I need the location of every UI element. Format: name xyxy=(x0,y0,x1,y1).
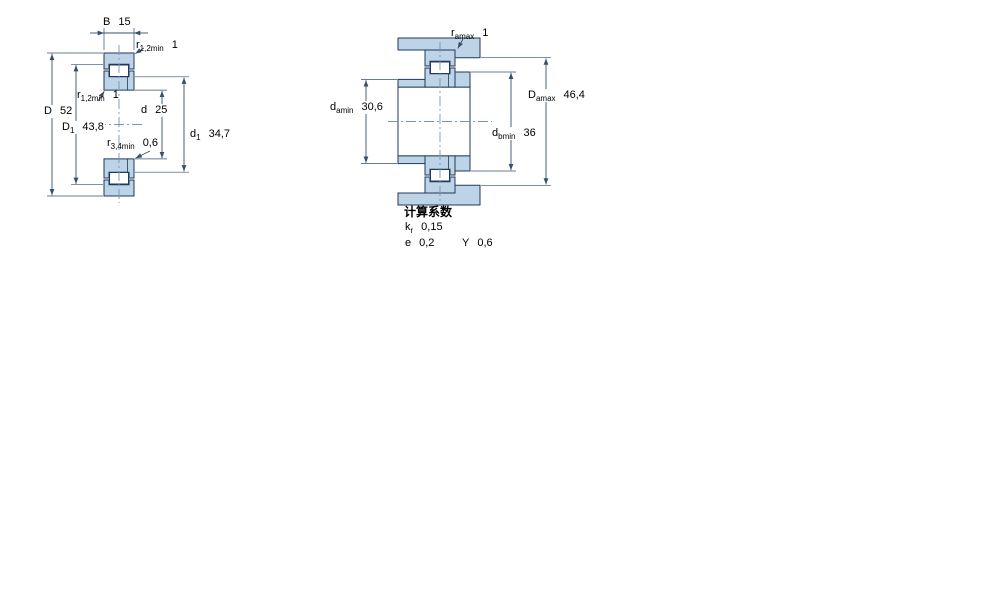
factor-kr-symbol: k xyxy=(405,221,411,233)
shaft-shoulder-top xyxy=(397,78,426,88)
dim-outer-ring-flange-diameter-d1: D1 43,8 xyxy=(61,121,105,136)
dim-shaft-abutment-damin-value: 30,6 xyxy=(361,101,383,113)
right-view-dimension-lines xyxy=(361,38,551,186)
dim-chamfer-r12-inner-symbol: r xyxy=(77,89,81,101)
factor-e: e 0,2 xyxy=(405,237,434,250)
dim-outer-ring-flange-diameter-d1-symbol: D xyxy=(62,121,70,133)
dim-inner-ring-shoulder-diameter-d1: d1 34,7 xyxy=(190,128,230,143)
shaft-shoulder-bottom xyxy=(397,155,426,165)
dim-fillet-ramax-value: 1 xyxy=(482,27,489,39)
dim-outer-ring-flange-diameter-d1-value: 43,8 xyxy=(82,121,104,133)
dim-chamfer-r34-sub: 3,4min xyxy=(110,142,135,152)
factor-e-symbol: e xyxy=(405,237,412,249)
factor-y-symbol: Y xyxy=(462,237,470,249)
calculation-factors-title: 计算系数 xyxy=(404,205,453,219)
dim-bore-diameter-d: d 25 xyxy=(140,104,169,117)
factor-kr-value: 0,15 xyxy=(421,221,443,233)
dim-inner-ring-shoulder-diameter-d1-symbol: d xyxy=(190,128,197,140)
right-view-mounting-section xyxy=(361,37,551,206)
dim-abutment-dbmin: dbmin 36 xyxy=(491,127,537,142)
dim-fillet-ramax-sub: amax xyxy=(454,32,475,42)
factor-e-value: 0,2 xyxy=(419,237,435,249)
dim-housing-abutment-damax: Damax 46,4 xyxy=(527,89,586,104)
factor-kr: kr 0,15 xyxy=(405,221,443,236)
dim-housing-abutment-damax-sub: amax xyxy=(535,94,556,104)
dim-chamfer-r12-top-sub: 1,2min xyxy=(139,44,164,54)
dim-width-b: B 15 xyxy=(103,16,131,29)
dim-fillet-ramax-symbol: r xyxy=(451,27,455,39)
dim-fillet-ramax: ramax 1 xyxy=(451,27,489,42)
dim-chamfer-r12-inner: r1,2min 1 xyxy=(77,89,119,104)
dim-chamfer-r12-inner-sub: 1,2min xyxy=(80,94,105,104)
dim-outer-diameter-d-value: 52 xyxy=(59,105,73,117)
dim-shaft-abutment-damin-sub: amin xyxy=(336,106,354,116)
dim-abutment-dbmin-value: 36 xyxy=(523,127,536,139)
factor-y: Y 0,6 xyxy=(462,237,493,250)
dim-housing-abutment-damax-symbol: D xyxy=(528,89,536,101)
dim-inner-ring-shoulder-diameter-d1-sub: 1 xyxy=(196,133,201,143)
factor-y-value: 0,6 xyxy=(477,237,493,249)
factor-kr-sub: r xyxy=(410,226,414,236)
dim-abutment-dbmin-sub: bmin xyxy=(498,132,516,142)
dim-chamfer-r12-top: r1,2min 1 xyxy=(136,39,178,54)
dim-housing-abutment-damax-value: 46,4 xyxy=(563,89,585,101)
dim-shaft-abutment-damin-symbol: d xyxy=(330,101,337,113)
dim-chamfer-r34: r3,4min 0,6 xyxy=(107,137,158,152)
abutment-spacer-bottom xyxy=(454,155,471,172)
dim-outer-diameter-d-symbol: D xyxy=(44,105,52,117)
dim-abutment-dbmin-symbol: d xyxy=(492,127,499,139)
dim-width-b-value: 15 xyxy=(118,16,131,28)
dim-inner-ring-shoulder-diameter-d1-value: 34,7 xyxy=(208,128,230,140)
dim-chamfer-r34-value: 0,6 xyxy=(142,137,158,149)
dim-shaft-abutment-damin: damin 30,6 xyxy=(329,101,384,116)
dim-bore-diameter-d-symbol: d xyxy=(141,104,148,116)
abutment-spacer-top xyxy=(454,71,471,88)
dim-chamfer-r12-top-value: 1 xyxy=(171,39,178,51)
dim-width-b-symbol: B xyxy=(103,16,111,28)
dim-outer-diameter-d: D 52 xyxy=(43,105,74,118)
dim-outer-ring-flange-diameter-d1-sub: 1 xyxy=(69,126,75,136)
dim-chamfer-r34-symbol: r xyxy=(107,137,111,149)
dim-chamfer-r12-inner-value: 1 xyxy=(112,89,119,101)
dim-bore-diameter-d-value: 25 xyxy=(155,104,168,116)
dim-chamfer-r12-top-symbol: r xyxy=(136,39,140,51)
